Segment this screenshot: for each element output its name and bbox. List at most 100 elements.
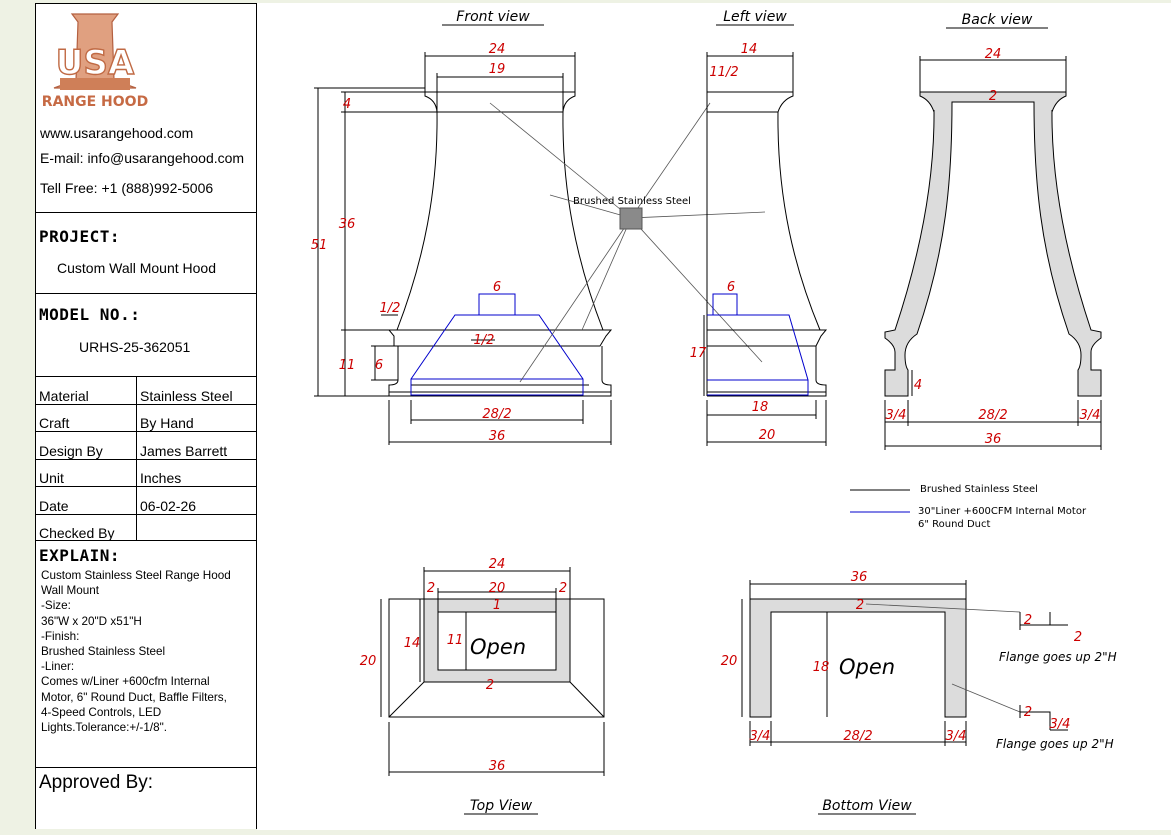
bottom-open-label: Open <box>839 655 895 679</box>
dim-label: 18 <box>813 660 830 675</box>
explain-label: EXPLAIN: <box>39 546 121 565</box>
website-text: www.usarangehood.com <box>40 125 194 141</box>
dim-label: 36 <box>985 432 1002 447</box>
dim-label: 2 <box>1024 613 1032 628</box>
dim-label: 2 <box>486 678 494 693</box>
flange-note: Flange goes up 2"H <box>999 650 1117 664</box>
prop-value <box>136 513 256 541</box>
dim-label: 3/4 <box>1080 408 1101 423</box>
flange-notes: Flange goes up 2"H Flange goes up 2"H <box>996 650 1117 751</box>
dim-label: 18 <box>752 400 769 415</box>
front-liner <box>410 293 584 396</box>
logo-subtitle: RANGE HOOD <box>42 94 148 110</box>
logo-word: USA <box>56 43 135 83</box>
legend-lines <box>850 489 910 513</box>
dim-label: 24 <box>489 42 506 57</box>
bottom-view-title: Bottom View <box>822 798 912 814</box>
divider <box>36 212 256 213</box>
bottom-view-drawing <box>749 598 967 718</box>
dim-label: 2 <box>427 581 435 596</box>
left-dimensions <box>703 52 827 446</box>
dim-label: 4 <box>343 97 351 112</box>
prop-key: Unit <box>36 458 137 487</box>
project-label: PROJECT: <box>39 227 121 246</box>
dim-label: 24 <box>489 557 506 572</box>
prop-value: By Hand <box>136 403 256 432</box>
legend-item: Brushed Stainless Steel <box>920 484 1038 495</box>
dim-label: 11/2 <box>709 65 738 80</box>
dim-label: 11 <box>447 633 464 648</box>
legend-item: 30"Liner +600CFM Internal Motor <box>918 506 1087 517</box>
dim-label: 36 <box>489 759 506 774</box>
divider <box>36 540 256 541</box>
explain-line: -Liner: <box>41 660 75 674</box>
usa-range-hood-logo: USA RANGE HOOD <box>42 13 148 110</box>
dim-label: 28/2 <box>978 408 1007 423</box>
email-text: E-mail: info@usarangehood.com <box>40 150 245 166</box>
material-callout: Brushed Stainless Steel <box>573 196 691 207</box>
dim-label: 19 <box>489 62 506 77</box>
open-labels: Open Open <box>470 635 895 679</box>
dim-label: 3/4 <box>946 729 967 744</box>
dim-label: 4 <box>914 378 922 393</box>
explain-line: Comes w/Liner +600cfm Internal <box>41 675 210 689</box>
title-underlines <box>442 24 1048 815</box>
prop-key: Design By <box>36 431 137 459</box>
dim-label: 17 <box>690 346 707 361</box>
left-liner <box>707 293 809 396</box>
dim-label: 2 <box>856 598 864 613</box>
prop-key: Checked By <box>36 513 137 541</box>
model-value: URHS-25-362051 <box>79 339 191 355</box>
explain-line: 4-Speed Controls, LED <box>41 705 162 719</box>
dim-label: 14 <box>741 42 758 57</box>
approved-label: Approved By: <box>39 772 154 793</box>
technical-drawing: Front view Left view Back view Top View … <box>311 9 1117 815</box>
material-leaders <box>489 102 766 383</box>
explain-text: Custom Stainless Steel Range Hood Wall M… <box>41 568 255 735</box>
front-view-title: Front view <box>456 9 530 25</box>
prop-value: Inches <box>136 458 256 487</box>
dim-label: 24 <box>985 47 1002 62</box>
dim-label: 20 <box>360 654 377 669</box>
explain-line: 36"W x 20"D x51"H <box>41 614 142 628</box>
front-dimensions <box>314 52 612 445</box>
dim-label: 1/2 <box>380 301 401 316</box>
project-value: Custom Wall Mount Hood <box>57 260 216 276</box>
dim-label: 51 <box>311 238 328 253</box>
explain-line: Lights.Tolerance:+/-1/8". <box>41 721 167 735</box>
dim-label: 6 <box>727 280 735 295</box>
back-dimensions <box>884 56 1102 450</box>
explain-line: Motor, 6" Round Duct, Baffle Filters, <box>41 690 227 704</box>
top-dimensions <box>380 567 605 776</box>
prop-value: 06-02-26 <box>136 486 256 514</box>
top-view-drawing <box>388 598 605 718</box>
dim-label: 20 <box>759 428 776 443</box>
top-view-title: Top View <box>470 798 533 814</box>
material-swatch <box>619 207 643 230</box>
flange-note: Flange goes up 2"H <box>996 737 1114 751</box>
dim-label: 2 <box>989 89 997 104</box>
dimension-labels: 24 19 4 36 51 11 6 1/2 6 1/2 28/2 36 14 … <box>311 42 1101 774</box>
left-view-title: Left view <box>723 9 787 25</box>
legend: Brushed Stainless Steel 30"Liner +600CFM… <box>918 484 1087 530</box>
dim-label: 20 <box>489 581 506 596</box>
dim-label: 2 <box>1024 705 1032 720</box>
divider <box>36 767 256 768</box>
dim-label: 1 <box>493 598 501 613</box>
title-block: USA RANGE HOOD www.usarangehood.com E-ma… <box>35 3 257 829</box>
dim-label: 36 <box>851 570 868 585</box>
legend-item: 6" Round Duct <box>918 519 990 530</box>
bottom-dimensions <box>741 580 1068 746</box>
top-open-label: Open <box>470 635 526 659</box>
table-row: Checked By <box>36 513 256 541</box>
explain-line: Brushed Stainless Steel <box>41 645 166 659</box>
prop-value: Stainless Steel <box>136 376 256 404</box>
explain-line: Custom Stainless Steel Range Hood <box>41 569 231 582</box>
dim-label: 1/2 <box>474 333 495 348</box>
